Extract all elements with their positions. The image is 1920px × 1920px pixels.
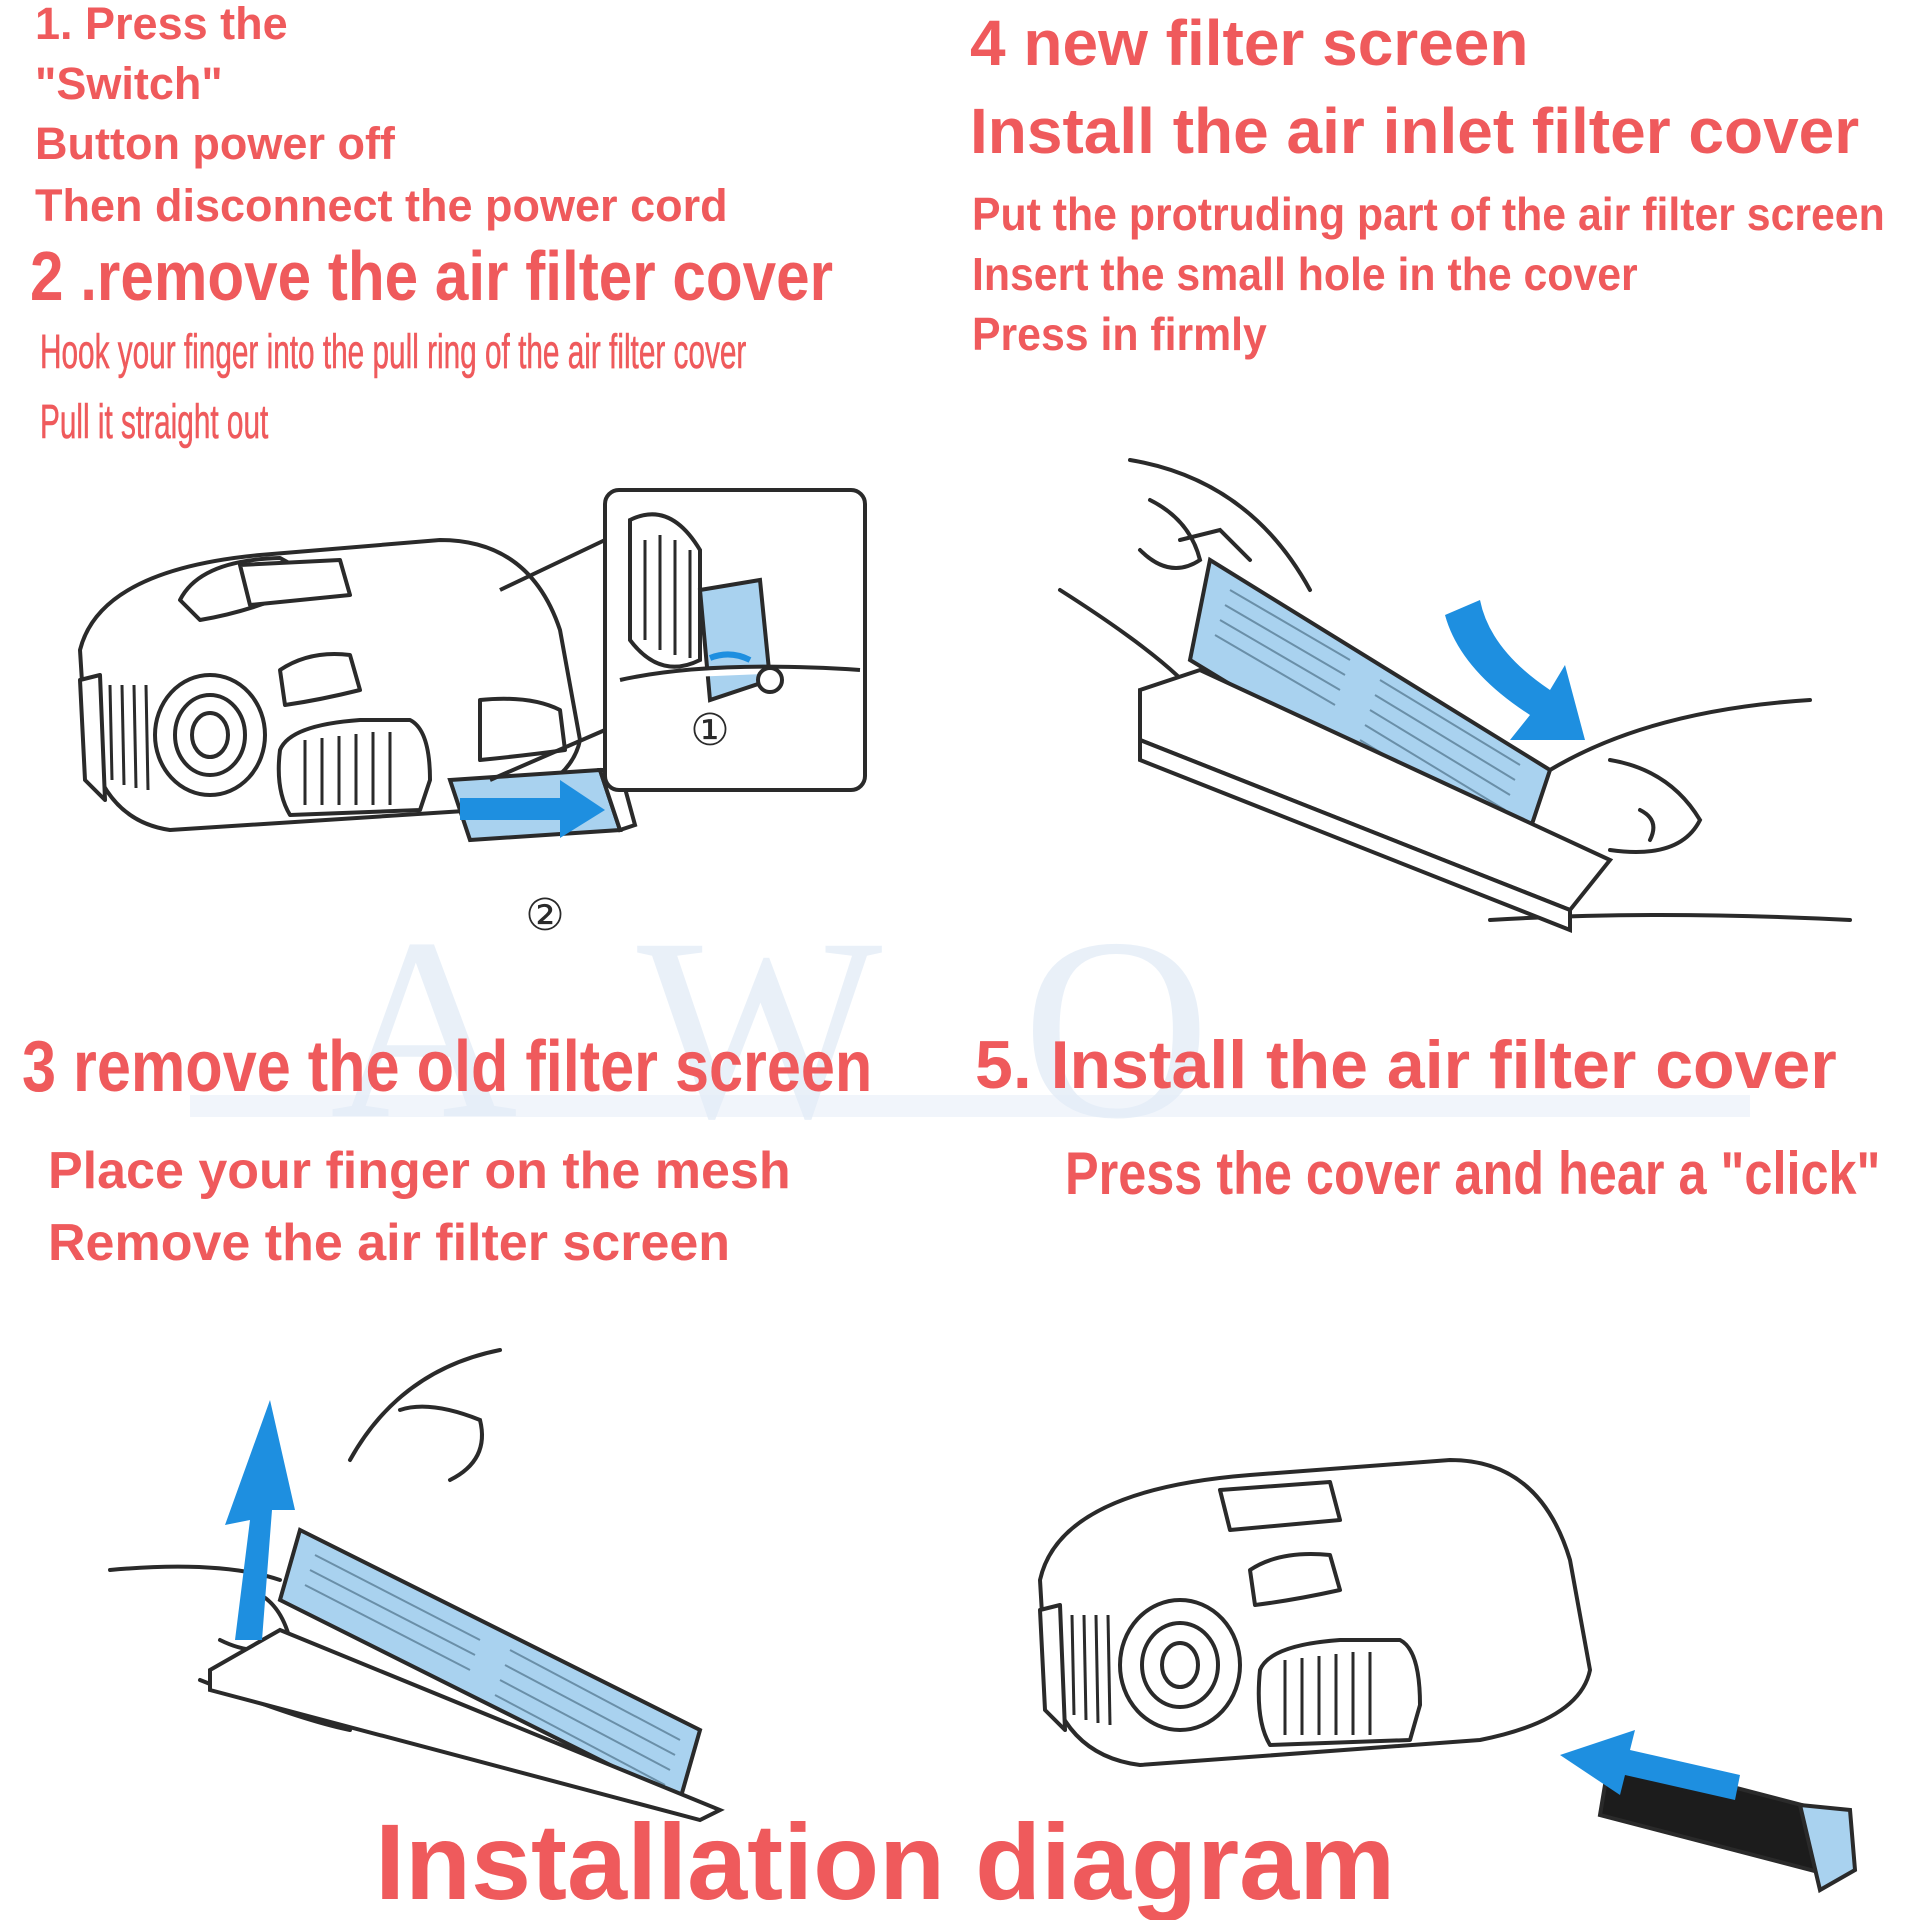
arrow-icon (1445, 600, 1585, 740)
callout-2-label: ② (525, 890, 564, 941)
step3-line-1: Place your finger on the mesh (48, 1142, 791, 1200)
step4-line-1: Put the protruding part of the air filte… (972, 188, 1885, 240)
watermark-bar (190, 1095, 1750, 1117)
projector-icon (78, 538, 582, 832)
step5-title: 5. Install the air filter cover (975, 1027, 1837, 1103)
step1-line-2: "Switch" (35, 58, 223, 109)
step3-title: 3 remove the old filter screen (22, 1027, 873, 1107)
filter-tray (208, 1627, 725, 1823)
filter-tray (1138, 667, 1614, 933)
step2-line-2: Pull it straight out (40, 396, 269, 449)
step2-line-1: Hook your finger into the pull ring of t… (40, 326, 747, 379)
step3-line-2: Remove the air filter screen (48, 1214, 731, 1272)
step1-line-3: Button power off (35, 118, 395, 169)
step1-line-4: Then disconnect the power cord (35, 180, 728, 231)
projector-icon (1038, 1458, 1592, 1767)
step4-title-line-1: 4 new filter screen (970, 7, 1529, 79)
pull-arrow (708, 651, 752, 663)
projector-illustration-step5 (1038, 1458, 1858, 1894)
arrow-icon (1560, 1730, 1740, 1800)
filter-cover-step5 (1597, 1752, 1858, 1894)
filter-remove-illustration-step3 (108, 1348, 725, 1823)
callout-1-label: ① (690, 705, 729, 756)
step4-line-2: Insert the small hole in the cover (972, 248, 1638, 300)
zoom-callout-box (489, 488, 867, 792)
step5-line-1: Press the cover and hear a "click" (1065, 1140, 1881, 1207)
filter-install-illustration-step4 (1058, 458, 1852, 933)
step2-title: 2 .remove the air filter cover (30, 237, 834, 315)
footer-title: Installation diagram (375, 1801, 1396, 1920)
arrow-icon (460, 780, 605, 838)
step4-title-line-2: Install the air inlet filter cover (970, 95, 1860, 167)
projector-illustration-step2: ① ② (78, 488, 867, 941)
step4-line-3: Press in firmly (972, 308, 1267, 360)
step1-line-1: 1. Press the (35, 0, 288, 49)
arrow-icon (225, 1400, 295, 1640)
